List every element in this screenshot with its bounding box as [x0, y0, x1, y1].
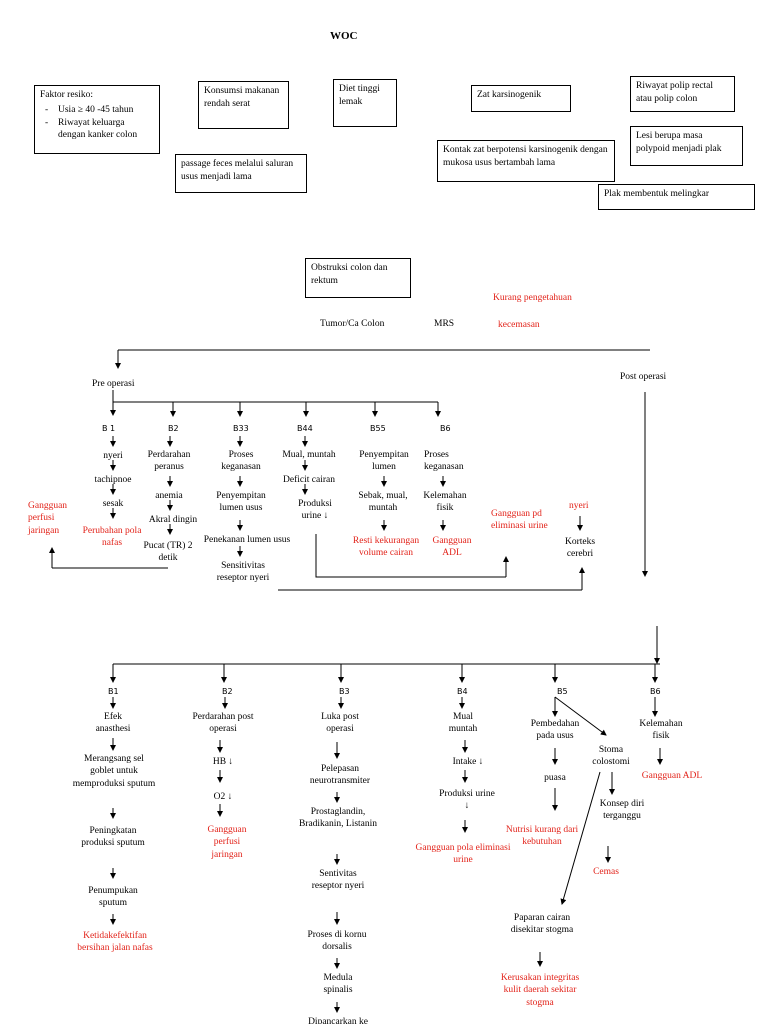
passage-box: passage feces melalui saluran usus menja…	[175, 154, 307, 193]
lesi-box: Lesi berupa masa polypoid menjadi plak	[630, 126, 743, 166]
tumor-label: Tumor/Ca Colon	[320, 319, 385, 329]
obstruksi-box: Obstruksi colon dan rektum	[305, 258, 411, 298]
pre-b3-b: Penyempitan lumen usus	[216, 491, 266, 514]
post-b3-f: Medula spinalis	[323, 973, 353, 996]
pre-b2-c: Akral dingin	[148, 515, 198, 525]
pre-b1-tachipnoe: tachipnoe	[94, 475, 132, 485]
risk-factor-box: Faktor resiko: Usia ≥ 40 -45 tahun Riway…	[34, 85, 160, 154]
post-b2-code: B2	[222, 687, 233, 696]
post-b4-outcome: Gangguan pola eliminasi urine	[415, 843, 511, 866]
risk-item: Usia ≥ 40 -45 tahun	[45, 104, 154, 117]
pre-b2-a: Perdarahan peranus	[147, 450, 191, 473]
post-b1-c: Peningkatan produksi sputum	[81, 826, 145, 849]
risk-item: Riwayat keluarga dengan kanker colon	[45, 117, 154, 143]
post-b1-a: Efek anasthesi	[95, 712, 131, 735]
post-b1-code: B1	[108, 687, 119, 696]
post-operasi-label: Post operasi	[620, 372, 667, 382]
post-b1-d: Penumpukan sputum	[88, 886, 138, 909]
pre-b4-code: B44	[297, 424, 313, 433]
konsumsi-box: Konsumsi makanan rendah serat	[198, 81, 289, 129]
pre-b1-code: B 1	[102, 424, 116, 433]
post-b4-code: B4	[457, 687, 468, 696]
post-b5-code: B5	[557, 687, 568, 696]
pre-b1-nyeri: nyeri	[103, 451, 123, 461]
post-b3-b: Pelepasan neurotransmiter	[309, 764, 371, 787]
pre-b5-code: B55	[370, 424, 386, 433]
pre-b4-a: Mual, muntah	[282, 450, 336, 460]
post-b2-a: Perdarahan post operasi	[192, 712, 254, 735]
pre-b4-b: Deficit cairan	[283, 475, 335, 485]
post-b5-konsep: Konsep diri terganggu	[599, 799, 645, 822]
pre-b1-sesak: sesak	[102, 499, 124, 509]
post-b3-code: B3	[339, 687, 350, 696]
mrs-label: MRS	[434, 319, 455, 329]
pre-b6-b: Kelemahan fisik	[423, 491, 467, 514]
kurang-pengetahuan-label: Kurang pengetahuan	[493, 293, 572, 303]
pre-operasi-label: Pre operasi	[92, 379, 135, 389]
pre-korteks: Korteks cerebri	[564, 537, 596, 560]
pre-b5-a: Penyempitan lumen	[359, 450, 409, 473]
polip-box: Riwayat polip rectal atau polip colon	[630, 76, 735, 112]
post-b5-outcome: Nutrisi kurang dari kebutuhan	[505, 825, 579, 848]
zat-box: Zat karsinogenik	[471, 85, 571, 112]
post-b3-a: Luka post operasi	[321, 712, 359, 735]
post-b6-outcome: Gangguan ADL	[641, 771, 703, 781]
post-b5-paparan: Paparan cairan disekitar stogma	[510, 913, 574, 936]
plak-box: Plak membentuk melingkar	[598, 184, 755, 210]
pre-b6-code: B6	[440, 424, 451, 433]
pre-b6-outcome: Gangguan ADL	[432, 536, 472, 559]
post-b3-e: Proses di kornu dorsalis	[307, 930, 367, 953]
pre-b3-code: B33	[233, 424, 249, 433]
post-b5-a: Pembedahan pada usus	[530, 719, 580, 742]
pre-b3-a: Proses keganasan	[221, 450, 261, 473]
post-b2-b: HB ↓	[212, 757, 234, 767]
pre-b2-code: B2	[168, 424, 179, 433]
post-b3-d: Sentivitas reseptor nyeri	[311, 869, 365, 892]
post-b4-c: Produksi urine ↓	[439, 789, 495, 812]
pre-eliminasi-outcome: Gangguan pd eliminasi urine	[491, 509, 548, 532]
pre-nyeri-outcome: nyeri	[569, 501, 589, 511]
post-b5-cemas: Cemas	[593, 867, 619, 877]
risk-factor-list: Usia ≥ 40 -45 tahun Riwayat keluarga den…	[40, 104, 154, 142]
post-b5-stoma: Stoma colostomi	[592, 745, 630, 768]
pre-b6-a: Proses keganasan	[424, 450, 464, 473]
post-b1-outcome: Ketidakefektifan bersihan jalan nafas	[77, 931, 153, 954]
diet-box: Diet tinggi lemak	[333, 79, 397, 127]
post-b3-g: Dipancarkan ke	[308, 1017, 368, 1024]
pre-perfusi-outcome: Gangguan perfusi jaringan	[28, 501, 68, 536]
page-title: WOC	[330, 30, 358, 42]
post-b5-kerusakan: Kerusakan integritas kulit daerah sekita…	[500, 973, 580, 1008]
post-b6-code: B6	[650, 687, 661, 696]
pre-b3-c: Penekanan lumen usus	[203, 535, 291, 545]
post-b2-c: O2 ↓	[213, 792, 233, 802]
kecemasan-label: kecemasan	[498, 320, 540, 330]
post-b5-b: puasa	[544, 773, 566, 783]
post-b4-b: Intake ↓	[452, 757, 484, 767]
pre-b2-b: anemia	[155, 491, 183, 501]
post-b4-a: Mual muntah	[448, 712, 478, 735]
risk-factor-heading: Faktor resiko:	[40, 90, 94, 100]
pre-b5-outcome: Resti kekurangan volume cairan	[352, 536, 420, 559]
pre-b2-d: Pucat (TR) 2 detik	[143, 541, 193, 564]
pre-b1-outcome: Perubahan pola nafas	[82, 526, 142, 549]
post-b6-a: Kelemahan fisik	[639, 719, 683, 742]
post-b1-b: Merangsang sel goblet untuk memproduksi …	[72, 754, 156, 789]
pre-b3-d: Sensitivitas reseptor nyeri	[216, 561, 270, 584]
kontak-box: Kontak zat berpotensi karsinogenik denga…	[437, 140, 615, 182]
post-b3-c: Prostaglandin, Bradikanin, Listanin	[298, 807, 378, 830]
pre-b5-b: Sebak, mual, muntah	[358, 491, 408, 514]
pre-b4-c: Produksi urine ↓	[298, 499, 332, 522]
post-b2-outcome: Gangguan perfusi jaringan	[207, 825, 247, 860]
